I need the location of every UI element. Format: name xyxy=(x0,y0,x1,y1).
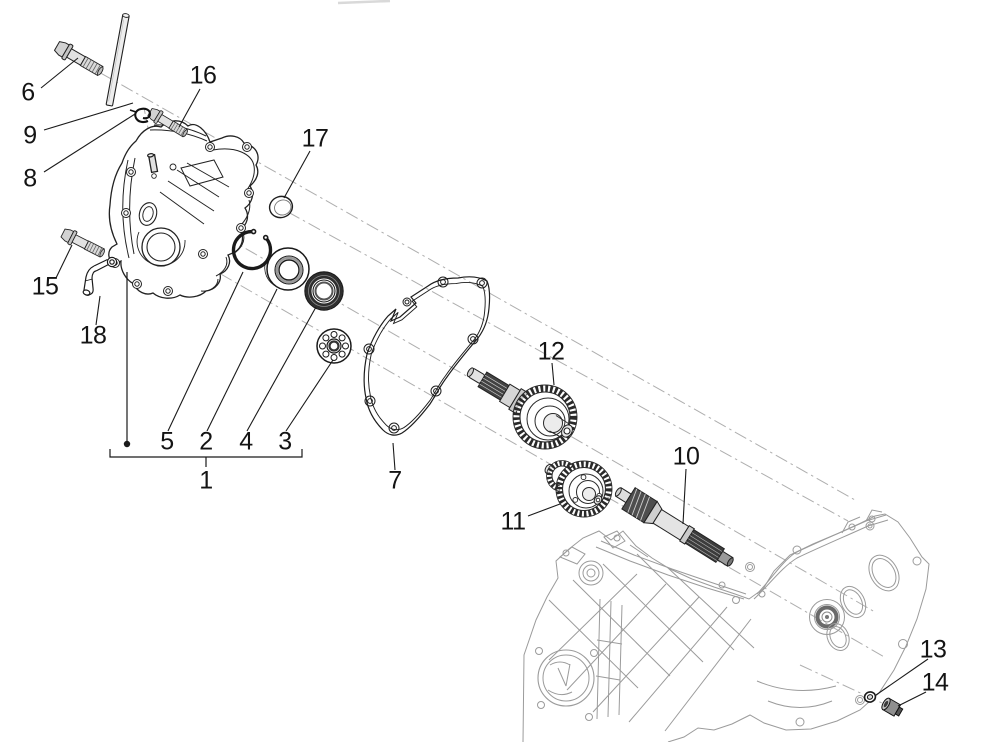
group-1-bracket xyxy=(109,272,303,467)
cover-vent-stud xyxy=(147,152,159,174)
oil-seal-4-drawing xyxy=(304,271,344,311)
callout-2: 2 xyxy=(199,427,213,456)
callout-7: 7 xyxy=(388,466,402,495)
pinion-shaft-10-drawing xyxy=(614,487,734,567)
clip-8-drawing xyxy=(129,107,152,124)
callout-6: 6 xyxy=(21,78,35,107)
callout-4: 4 xyxy=(239,427,253,456)
leader-lines xyxy=(40,57,929,707)
callout-18: 18 xyxy=(79,321,107,350)
callout-12: 12 xyxy=(537,337,565,366)
callout-13: 13 xyxy=(919,635,947,664)
washer-13-drawing xyxy=(863,691,877,703)
crankcase-left-chamber xyxy=(535,647,598,721)
callout-15: 15 xyxy=(31,272,59,301)
screw-14-drawing xyxy=(881,697,904,717)
callout-9: 9 xyxy=(23,121,37,150)
rod-9-drawing xyxy=(105,13,130,107)
bolt-6-drawing xyxy=(52,38,107,80)
transmission-cover-drawing xyxy=(108,120,259,299)
callout-1: 1 xyxy=(199,466,213,495)
breather-pipe-18-drawing xyxy=(82,256,118,296)
callout-16: 16 xyxy=(189,61,217,90)
plug-17-drawing xyxy=(268,195,294,219)
cover-bearing-seat xyxy=(141,227,181,267)
callout-3: 3 xyxy=(278,427,292,456)
callout-17: 17 xyxy=(301,124,329,153)
bearing-2-drawing xyxy=(264,247,310,291)
top-artifact-line xyxy=(337,0,391,5)
crankcase-bolt-bosses xyxy=(718,521,922,727)
callout-14: 14 xyxy=(921,668,949,697)
bearing-3-drawing xyxy=(316,328,352,364)
callout-5: 5 xyxy=(160,427,174,456)
callout-11: 11 xyxy=(500,507,526,536)
output-shaft-12-drawing xyxy=(466,367,578,450)
gasket-holes xyxy=(363,276,488,434)
gasket-drawing xyxy=(363,276,491,436)
callout-8: 8 xyxy=(23,164,37,193)
callout-10: 10 xyxy=(672,442,700,471)
circlip-5-drawing xyxy=(231,228,273,271)
crankcase-openings xyxy=(826,554,900,651)
crankcase-drawing xyxy=(522,509,930,742)
intermediate-gear-11-drawing xyxy=(544,460,613,518)
crankcase-bearing-boss xyxy=(809,599,845,635)
